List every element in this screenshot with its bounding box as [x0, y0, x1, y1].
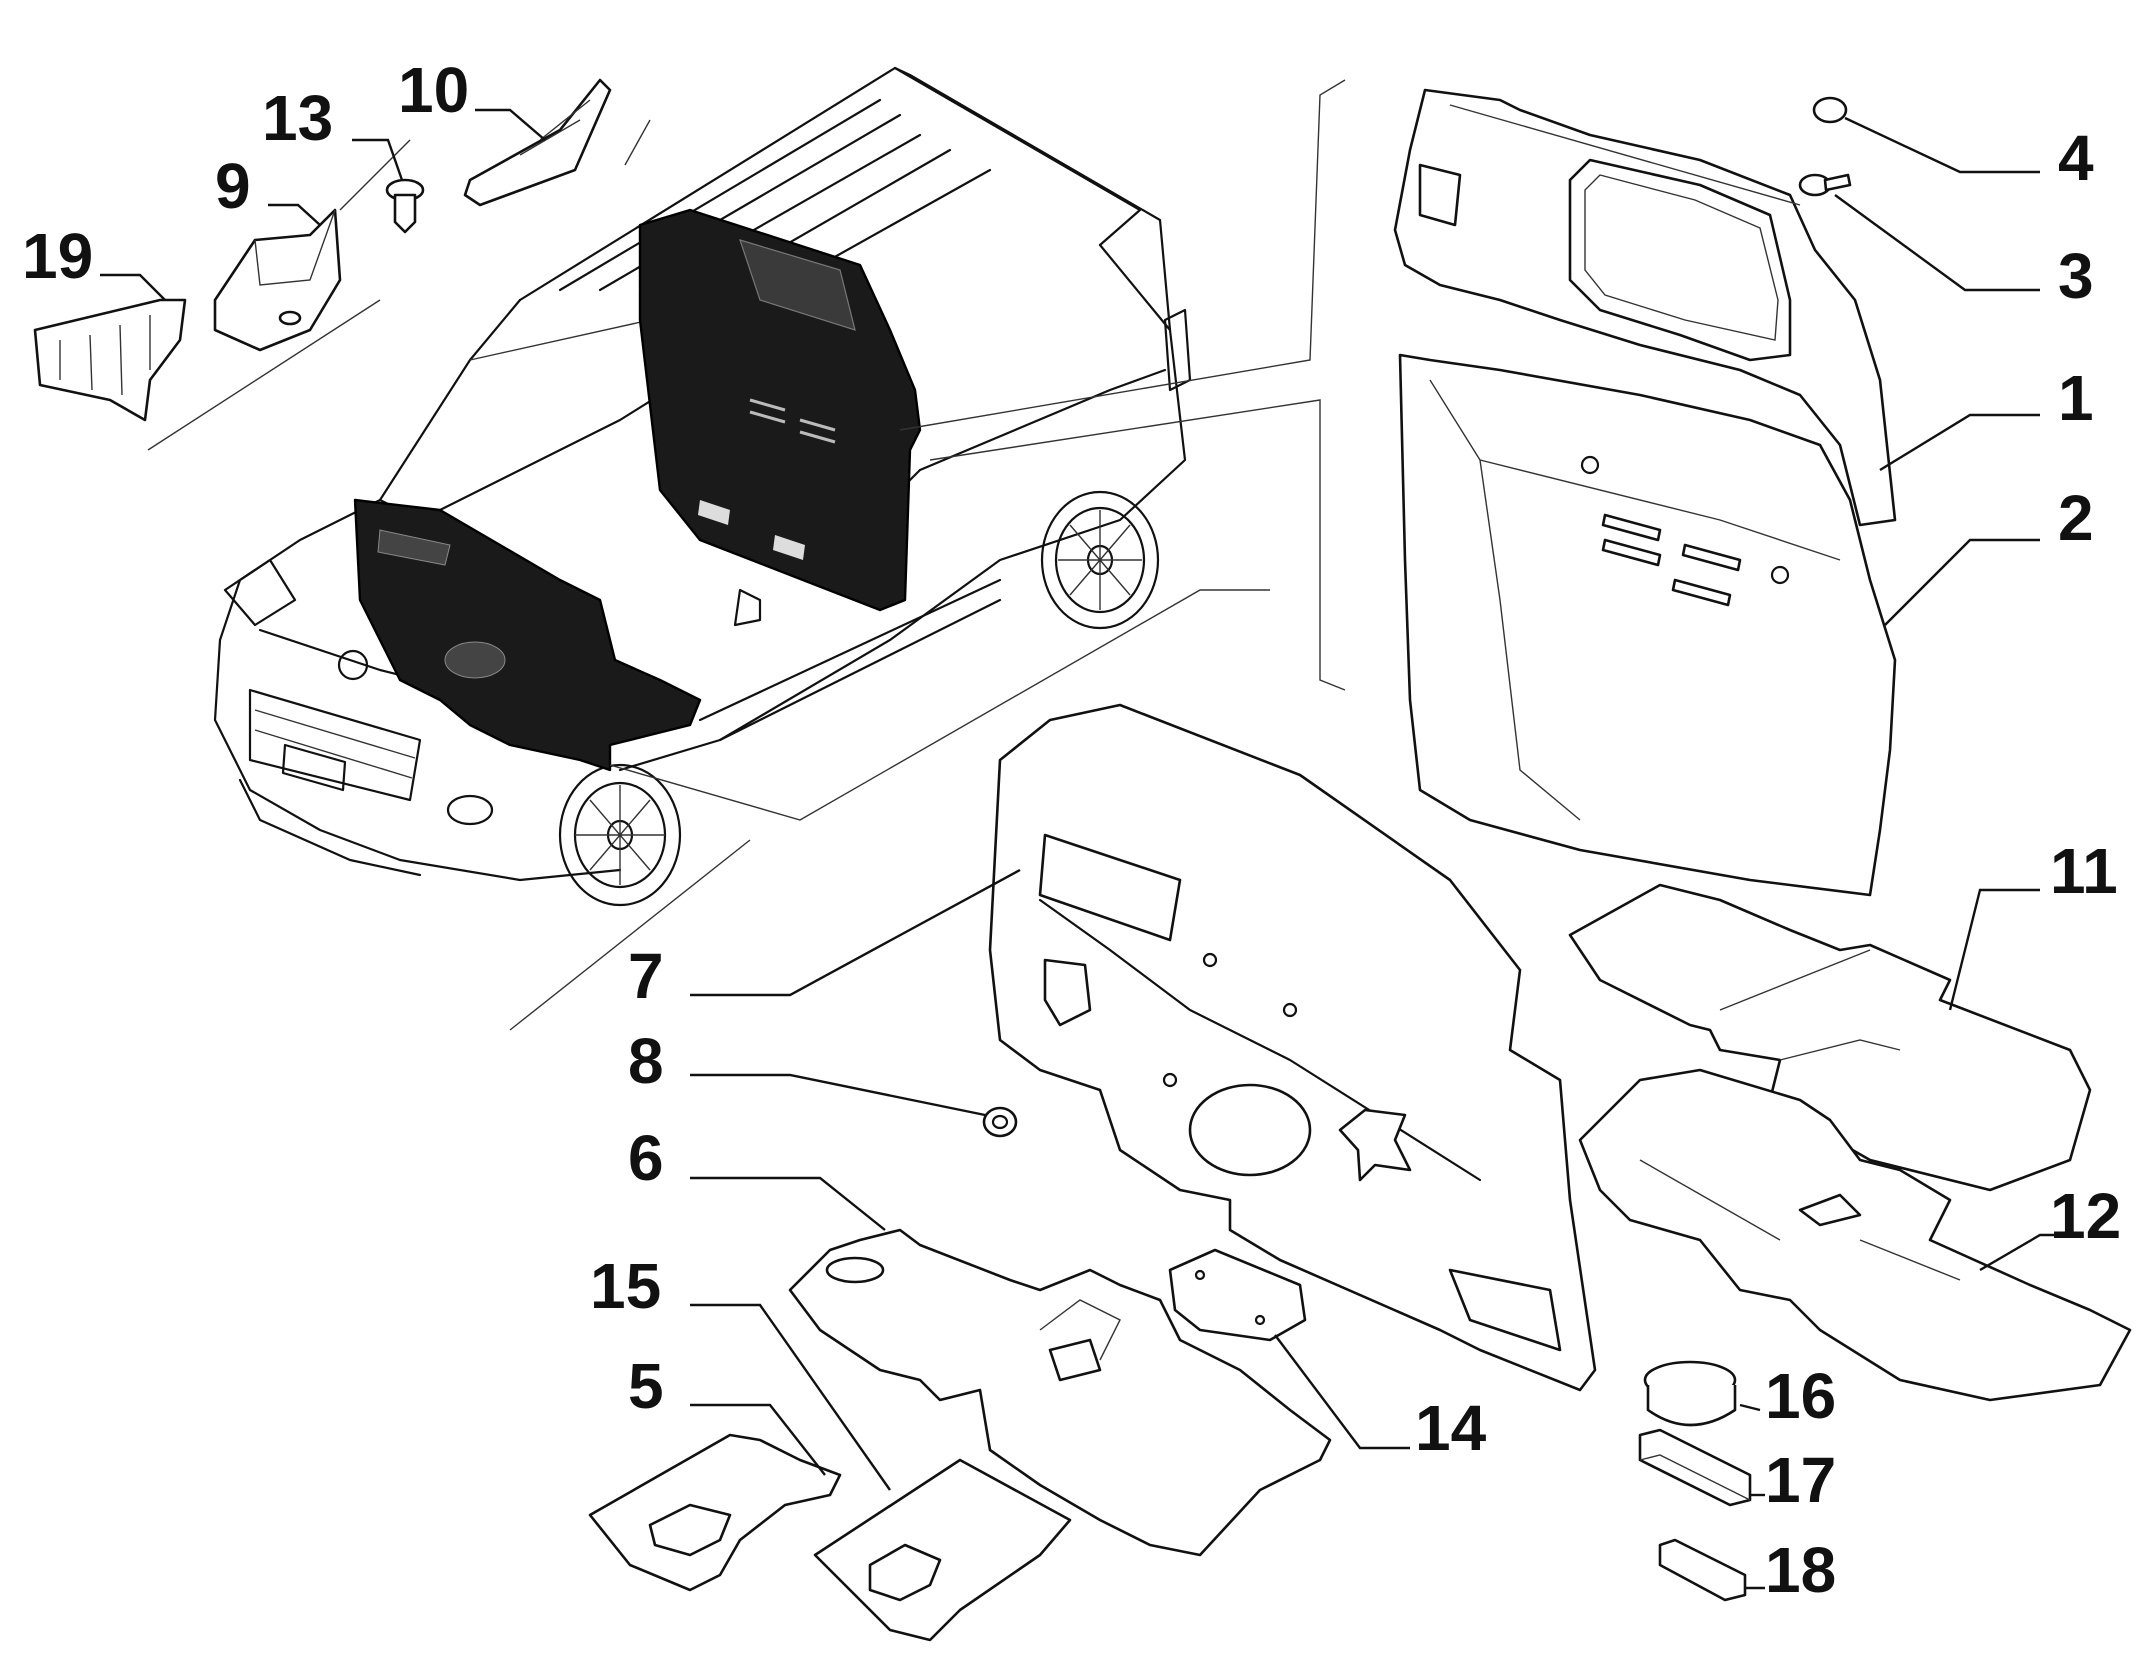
callout-1: 1 [2058, 362, 2094, 434]
leader-lines [100, 108, 2060, 1590]
part-10 [463, 78, 612, 207]
callout-17: 17 [1765, 1444, 1836, 1516]
callout-3: 3 [2058, 240, 2094, 312]
part-17 [1638, 1428, 1752, 1507]
callout-8: 8 [628, 1025, 664, 1097]
part-12 [1578, 1068, 2132, 1402]
part-3 [1798, 173, 1852, 197]
part-6 [788, 1228, 1332, 1557]
callout-11: 11 [2050, 835, 2118, 907]
callout-7: 7 [628, 940, 664, 1012]
callout-18: 18 [1765, 1534, 1836, 1606]
part-1 [1393, 88, 1897, 527]
callout-15: 15 [590, 1250, 661, 1322]
part-18 [1658, 1538, 1747, 1602]
callout-12: 12 [2050, 1180, 2121, 1252]
callout-4: 4 [2058, 122, 2094, 194]
part-8 [982, 1106, 1018, 1138]
part-13 [385, 178, 425, 234]
callout-6: 6 [628, 1122, 664, 1194]
callout-13: 13 [262, 82, 333, 154]
callout-5: 5 [628, 1350, 664, 1422]
part-9 [213, 208, 342, 352]
part-19 [33, 298, 187, 422]
callout-16: 16 [1765, 1360, 1836, 1432]
callout-9: 9 [215, 150, 251, 222]
callout-19: 19 [22, 220, 93, 292]
part-16 [1643, 1360, 1737, 1427]
callout-2: 2 [2058, 482, 2094, 554]
part-14 [1168, 1248, 1307, 1342]
callout-numbers: 10 13 9 19 4 3 1 2 11 12 7 8 6 15 5 14 1… [22, 54, 2121, 1606]
part-4 [1812, 96, 1848, 124]
part-5 [588, 1433, 842, 1592]
callout-10: 10 [398, 54, 469, 126]
part-7 [988, 703, 1597, 1392]
part-15 [813, 1458, 1072, 1642]
van-illustration [147, 66, 1346, 1031]
part-11 [1568, 883, 2092, 1192]
callout-14: 14 [1415, 1392, 1487, 1464]
part-2 [1398, 353, 1897, 897]
